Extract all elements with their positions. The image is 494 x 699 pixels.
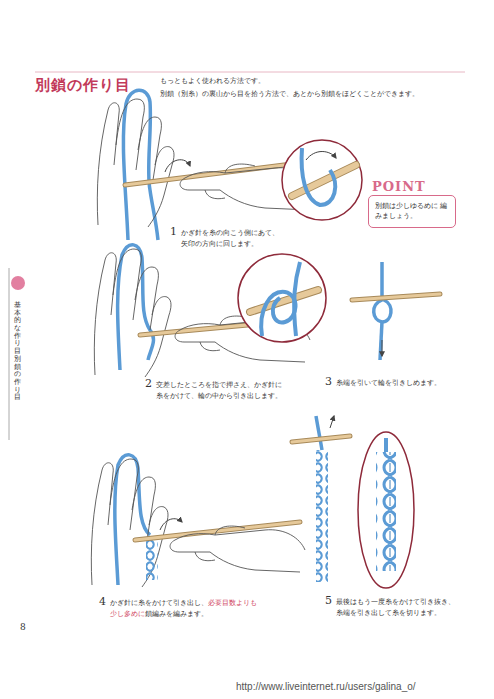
step4-figure [170,526,305,572]
step4-figure [91,459,168,587]
side-tab [9,268,25,440]
step2-figure [94,249,171,377]
step3-figure [374,262,391,322]
step3-figure [352,294,440,300]
step5-figure [316,416,322,450]
point-text: 別鎖は少しゆるめに 編みましょう。 [375,202,447,221]
step3-figure [382,340,383,356]
step-caption: 交差したところを指で押さえ、かぎ針に 糸をかけて、輪の中から引き出します。 [156,380,285,401]
point-box-border: 別鎖は少しゆるめに 編みましょう。 [368,195,456,228]
watermark: http://www.liveinternet.ru/users/galina_… [236,681,416,692]
side-tab [9,268,10,440]
step-caption-group: かぎ針に糸をかけて引き出し、必要目数よりも 少し多めに鎖編みを編みます。 [110,598,260,619]
step-number: 1 [170,226,177,237]
step1-figure [282,140,362,220]
step-caption: かぎ針に糸をかけて引き出し、 [110,599,208,607]
step-caption: 鎖編みを編みます。 [145,610,208,618]
step-number: 4 [99,596,106,607]
step2-figure [118,245,154,370]
point-heading: POINT [372,179,456,195]
step1-figure [97,90,362,240]
step1-figure [125,163,300,185]
step1-figure [97,99,174,227]
step2-figure [294,262,300,336]
step5-figure [384,438,388,452]
header-rule [35,72,465,73]
step3-figure [352,294,440,300]
step1-figure [123,90,158,240]
step5-figure [376,452,396,571]
step2-figure [261,292,295,336]
step4-figure [115,455,150,585]
step-number: 2 [145,378,152,389]
step1-figure [125,163,300,185]
intro-text: 別鎖（別糸）の裏山から目を拾う方法で、あとから別鎖をほどくことができます。 [160,90,475,100]
page-title: 別鎖の作り目 [35,76,131,95]
step3-figure [380,322,382,360]
step1-figure [306,152,336,161]
step4-figure [135,522,300,540]
point-box: POINT 別鎖は少しゆるめに 編みましょう。 [368,179,456,228]
step1-figure [302,148,336,205]
step-caption: かぎ針を糸の向こう側にあて、 矢印の方向に回します。 [181,228,282,249]
step5-figure [358,432,414,588]
step5-figure [292,436,350,442]
side-tab [11,276,25,290]
intro-text: もっともよく使われる方法です。 [160,77,460,87]
step-caption: 最後はもう一度糸をかけて引き抜き、 糸端を引き出して糸を切ります。 [336,597,458,618]
step2-figure [238,254,326,342]
side-tab-text: 基本的な作り目 別鎖の作り目 [14,302,21,402]
step1-figure [165,160,190,172]
step-number: 3 [325,376,332,387]
step-caption: 糸端を引いて輪を引きしめます。 [336,378,461,389]
step5-figure [316,450,328,582]
page-number: 8 [20,622,26,632]
step4-figure [160,519,182,530]
step4-figure [146,540,158,580]
header-rule [35,72,465,73]
step5-figure [292,416,414,588]
step2-figure [94,245,326,377]
step4-figure [135,522,300,540]
step5-figure [292,436,350,442]
step5-figure [330,416,334,428]
step3-figure [352,262,440,360]
step-number: 5 [325,595,332,606]
step4-figure [91,455,305,587]
